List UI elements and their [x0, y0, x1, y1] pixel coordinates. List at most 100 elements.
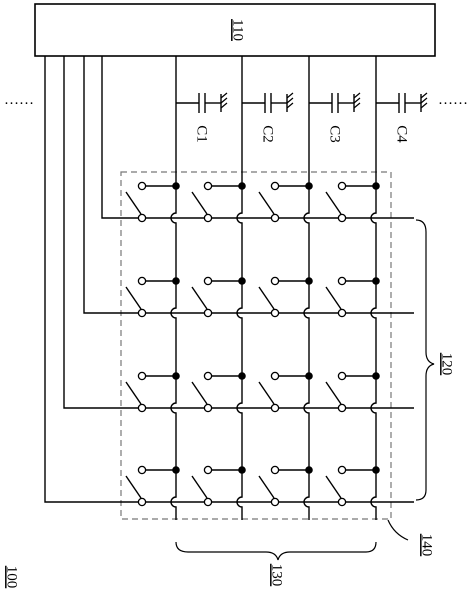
switch-r2-c4	[325, 276, 380, 318]
capacitor-c3	[309, 92, 361, 113]
row-wire-1	[101, 56, 414, 219]
switch-contact	[137, 276, 147, 286]
switch-blade	[191, 286, 208, 310]
switch-contact	[137, 403, 147, 413]
switch-blade	[258, 475, 275, 499]
label-140: 140	[419, 534, 435, 557]
switch-contact	[137, 465, 147, 475]
capacitor-label-c4: C4	[394, 125, 410, 143]
wiring	[44, 56, 414, 520]
junction-dot	[305, 372, 313, 380]
junction-dot	[238, 372, 246, 380]
column-wire-4	[370, 56, 377, 520]
switch-contact	[137, 308, 147, 318]
junction-dot	[172, 466, 180, 474]
ground-hatch	[220, 102, 228, 109]
capacitor-label-c1: C1	[194, 125, 210, 143]
switch-contact	[337, 213, 347, 223]
controller-block-110	[34, 3, 436, 57]
switch-r4-c3	[258, 465, 313, 507]
switch-contact	[270, 497, 280, 507]
junction-dot	[305, 182, 313, 190]
switch-contact	[270, 276, 280, 286]
switch-contact	[137, 371, 147, 381]
switch-contact	[270, 403, 280, 413]
switch-blade	[258, 191, 275, 215]
switch-contact	[337, 465, 347, 475]
switch-contact	[137, 181, 147, 191]
switch-blade	[325, 191, 342, 215]
switch-contact	[203, 497, 213, 507]
junction-dot	[172, 182, 180, 190]
bracket-120	[415, 219, 435, 501]
ground-hatch	[286, 92, 294, 99]
column-wire-2	[236, 56, 243, 520]
row-wire-3	[63, 56, 414, 409]
junction-dot	[372, 277, 380, 285]
switch-contact	[270, 181, 280, 191]
switch-blade	[125, 381, 142, 405]
switch-contact	[270, 465, 280, 475]
switch-contact	[137, 497, 147, 507]
capacitor-c1	[176, 92, 228, 113]
capacitor-label-c3: C3	[327, 125, 343, 143]
switch-contact	[203, 371, 213, 381]
switch-contact	[203, 181, 213, 191]
junction-dot	[372, 372, 380, 380]
switch-r4-c2	[191, 465, 246, 507]
row-wire-4	[44, 56, 414, 503]
switch-contact	[270, 371, 280, 381]
ground-hatch	[353, 92, 361, 99]
switch-blade	[125, 191, 142, 215]
junction-dot	[238, 277, 246, 285]
label-120: 120	[439, 353, 455, 376]
switch-blade	[325, 381, 342, 405]
switch-r1-c4	[325, 181, 380, 223]
column-wire-1	[170, 56, 177, 520]
ellipsis-right: ……	[438, 92, 468, 108]
switch-contact	[337, 371, 347, 381]
switch-blade	[191, 475, 208, 499]
switch-blade	[258, 381, 275, 405]
switch-r1-c3	[258, 181, 313, 223]
switch-r2-c1	[125, 276, 180, 318]
switch-r3-c4	[325, 371, 380, 413]
switch-r3-c3	[258, 371, 313, 413]
switch-contact	[337, 497, 347, 507]
dashed-region-140	[120, 171, 392, 520]
switch-blade	[191, 191, 208, 215]
switch-contact	[203, 308, 213, 318]
components	[125, 92, 428, 507]
ground-hatch	[286, 97, 294, 104]
switch-contact	[203, 276, 213, 286]
switch-r3-c2	[191, 371, 246, 413]
switch-blade	[325, 475, 342, 499]
row-wire-2	[83, 56, 414, 314]
ground-hatch	[420, 92, 428, 99]
capacitor-c4	[376, 92, 428, 113]
switch-contact	[337, 276, 347, 286]
controller-label: 110	[230, 19, 246, 41]
capacitor-labels: C1 C2 C3 C4	[194, 125, 410, 143]
switch-contact	[203, 213, 213, 223]
junction-dot	[305, 277, 313, 285]
switch-r1-c2	[191, 181, 246, 223]
switch-blade	[191, 381, 208, 405]
ground-hatch	[353, 102, 361, 109]
switch-r1-c1	[125, 181, 180, 223]
bracket-130	[175, 541, 377, 561]
column-wire-3	[303, 56, 310, 520]
ground-hatch	[420, 102, 428, 109]
ground-hatch	[220, 92, 228, 99]
switch-contact	[270, 308, 280, 318]
junction-dot	[238, 466, 246, 474]
junction-dot	[172, 372, 180, 380]
ground-hatch	[286, 102, 294, 109]
switch-r2-c2	[191, 276, 246, 318]
switch-r4-c1	[125, 465, 180, 507]
junction-dot	[172, 277, 180, 285]
label-100: 100	[4, 566, 20, 589]
switch-contact	[270, 213, 280, 223]
switch-r3-c1	[125, 371, 180, 413]
ground-hatch	[420, 97, 428, 104]
